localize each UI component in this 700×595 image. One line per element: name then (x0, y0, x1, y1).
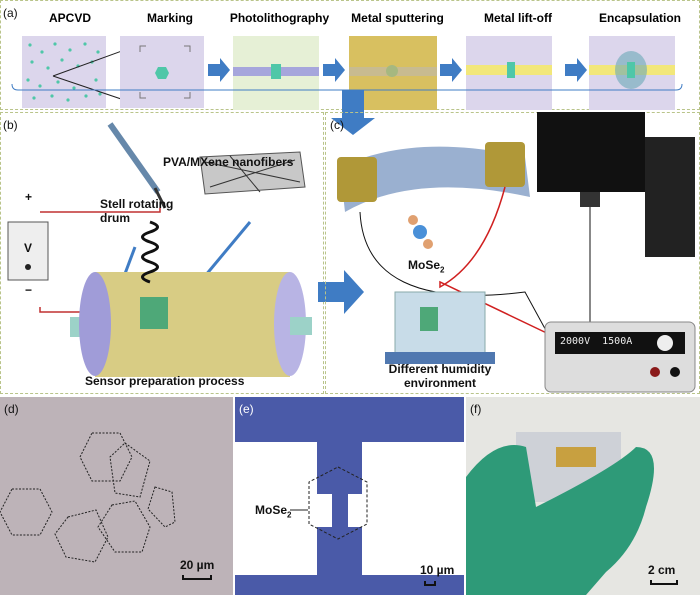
voltmeter (7, 221, 49, 281)
power-supply (544, 321, 696, 393)
hexagon-flakes (0, 432, 176, 563)
step-label-apcvd: APCVD (48, 11, 91, 25)
scale-label-f: 2 cm (648, 563, 676, 577)
mose2-annotation: MoSe2 (255, 503, 291, 519)
panel-e-label: (e) (239, 402, 254, 416)
scale-label-d: 20 µm (180, 558, 215, 572)
panel-a-label: (a) (3, 6, 18, 20)
scale-bar-d (182, 575, 212, 580)
step-label-metal-lift-off: Metal lift-off (484, 11, 552, 25)
mose2-annotation-text: MoSe (255, 503, 288, 517)
bracket (11, 83, 683, 91)
power-supply-display: 2000V 1500A (560, 336, 633, 347)
humidity-test-setup (337, 112, 696, 393)
panel-b-label: (b) (3, 118, 18, 132)
panel-f-label: (f) (470, 402, 482, 416)
mose2-annotation-subscript: 2 (287, 510, 292, 520)
nanofibers-label: PVA/MXene nanofibers (163, 155, 294, 169)
process-arrows (208, 58, 587, 82)
marking-substrate (120, 36, 204, 108)
computer (537, 112, 695, 322)
panel-c-label: (c) (330, 118, 344, 132)
scale-bar-e (424, 581, 436, 586)
encapsulation-substrate (589, 36, 675, 110)
apcvd-substrate (22, 36, 131, 108)
chamber-label: Different humidity environment (388, 362, 492, 390)
panel-d-label: (d) (4, 402, 19, 416)
panel-b-caption: Sensor preparation process (85, 374, 245, 388)
panel-f-photo (466, 397, 700, 595)
scale-label-e: 10 µm (420, 563, 455, 577)
humidity-chamber (385, 291, 495, 364)
photolithography-substrate (233, 36, 319, 110)
minus-sign: − (25, 283, 33, 297)
gloved-hand-device (466, 432, 654, 595)
process-steps-diagram (11, 36, 683, 135)
step-label-metal-sputtering: Metal sputtering (351, 11, 444, 25)
right-arrow (318, 270, 364, 314)
flexible-sensor (337, 142, 530, 212)
mose2-text: MoSe (408, 258, 441, 272)
panel-e-micrograph (235, 397, 464, 595)
drum-label: Stell rotating drum (100, 197, 174, 225)
metal-lift-off-substrate (466, 36, 552, 110)
plus-sign: + (25, 190, 33, 204)
step-label-marking: Marking (146, 11, 193, 25)
panel-d-micrograph (0, 397, 233, 595)
rotating-drum (70, 220, 312, 377)
step-label-encapsulation: Encapsulation (598, 11, 681, 25)
nanofiber-mat (199, 151, 306, 195)
voltmeter-label: V (24, 241, 33, 255)
panel-b-frame (0, 112, 324, 394)
electrospinning-illustration (7, 122, 312, 377)
mose2-label: MoSe2 (408, 258, 444, 274)
step-label-photolithography: Photolithography (229, 11, 330, 25)
mose2-molecule (408, 215, 433, 249)
scale-bar-f (650, 580, 678, 585)
mose2-subscript: 2 (440, 265, 445, 275)
electrode-pattern (235, 397, 464, 595)
syringe (107, 122, 167, 209)
